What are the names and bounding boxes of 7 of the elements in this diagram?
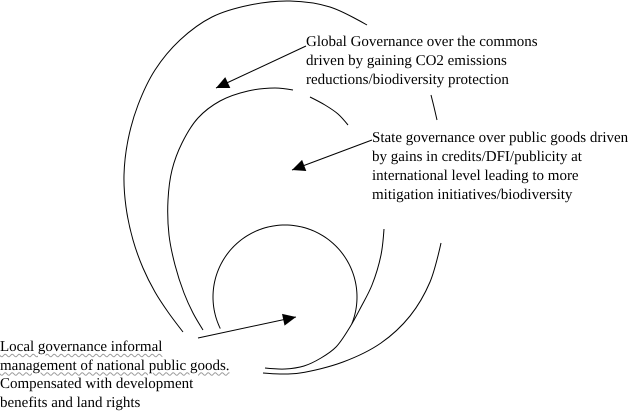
arrow	[198, 314, 296, 338]
annotation-text: State governance over public goods driven by gains in credits/DFI/publicity at international level leading to more mitigation initiatives/biodiversity	[372, 128, 630, 204]
arrow	[292, 140, 372, 172]
annotation-text: Global Governance over the commons driven by gaining CO2 emissions reductions/biodiversity protection	[306, 33, 539, 90]
annotation-text: Compensated with development benefits and land rights	[0, 375, 194, 412]
annotation-text: Local governance informal management of national public goods.	[0, 338, 231, 375]
arrow	[216, 46, 306, 88]
